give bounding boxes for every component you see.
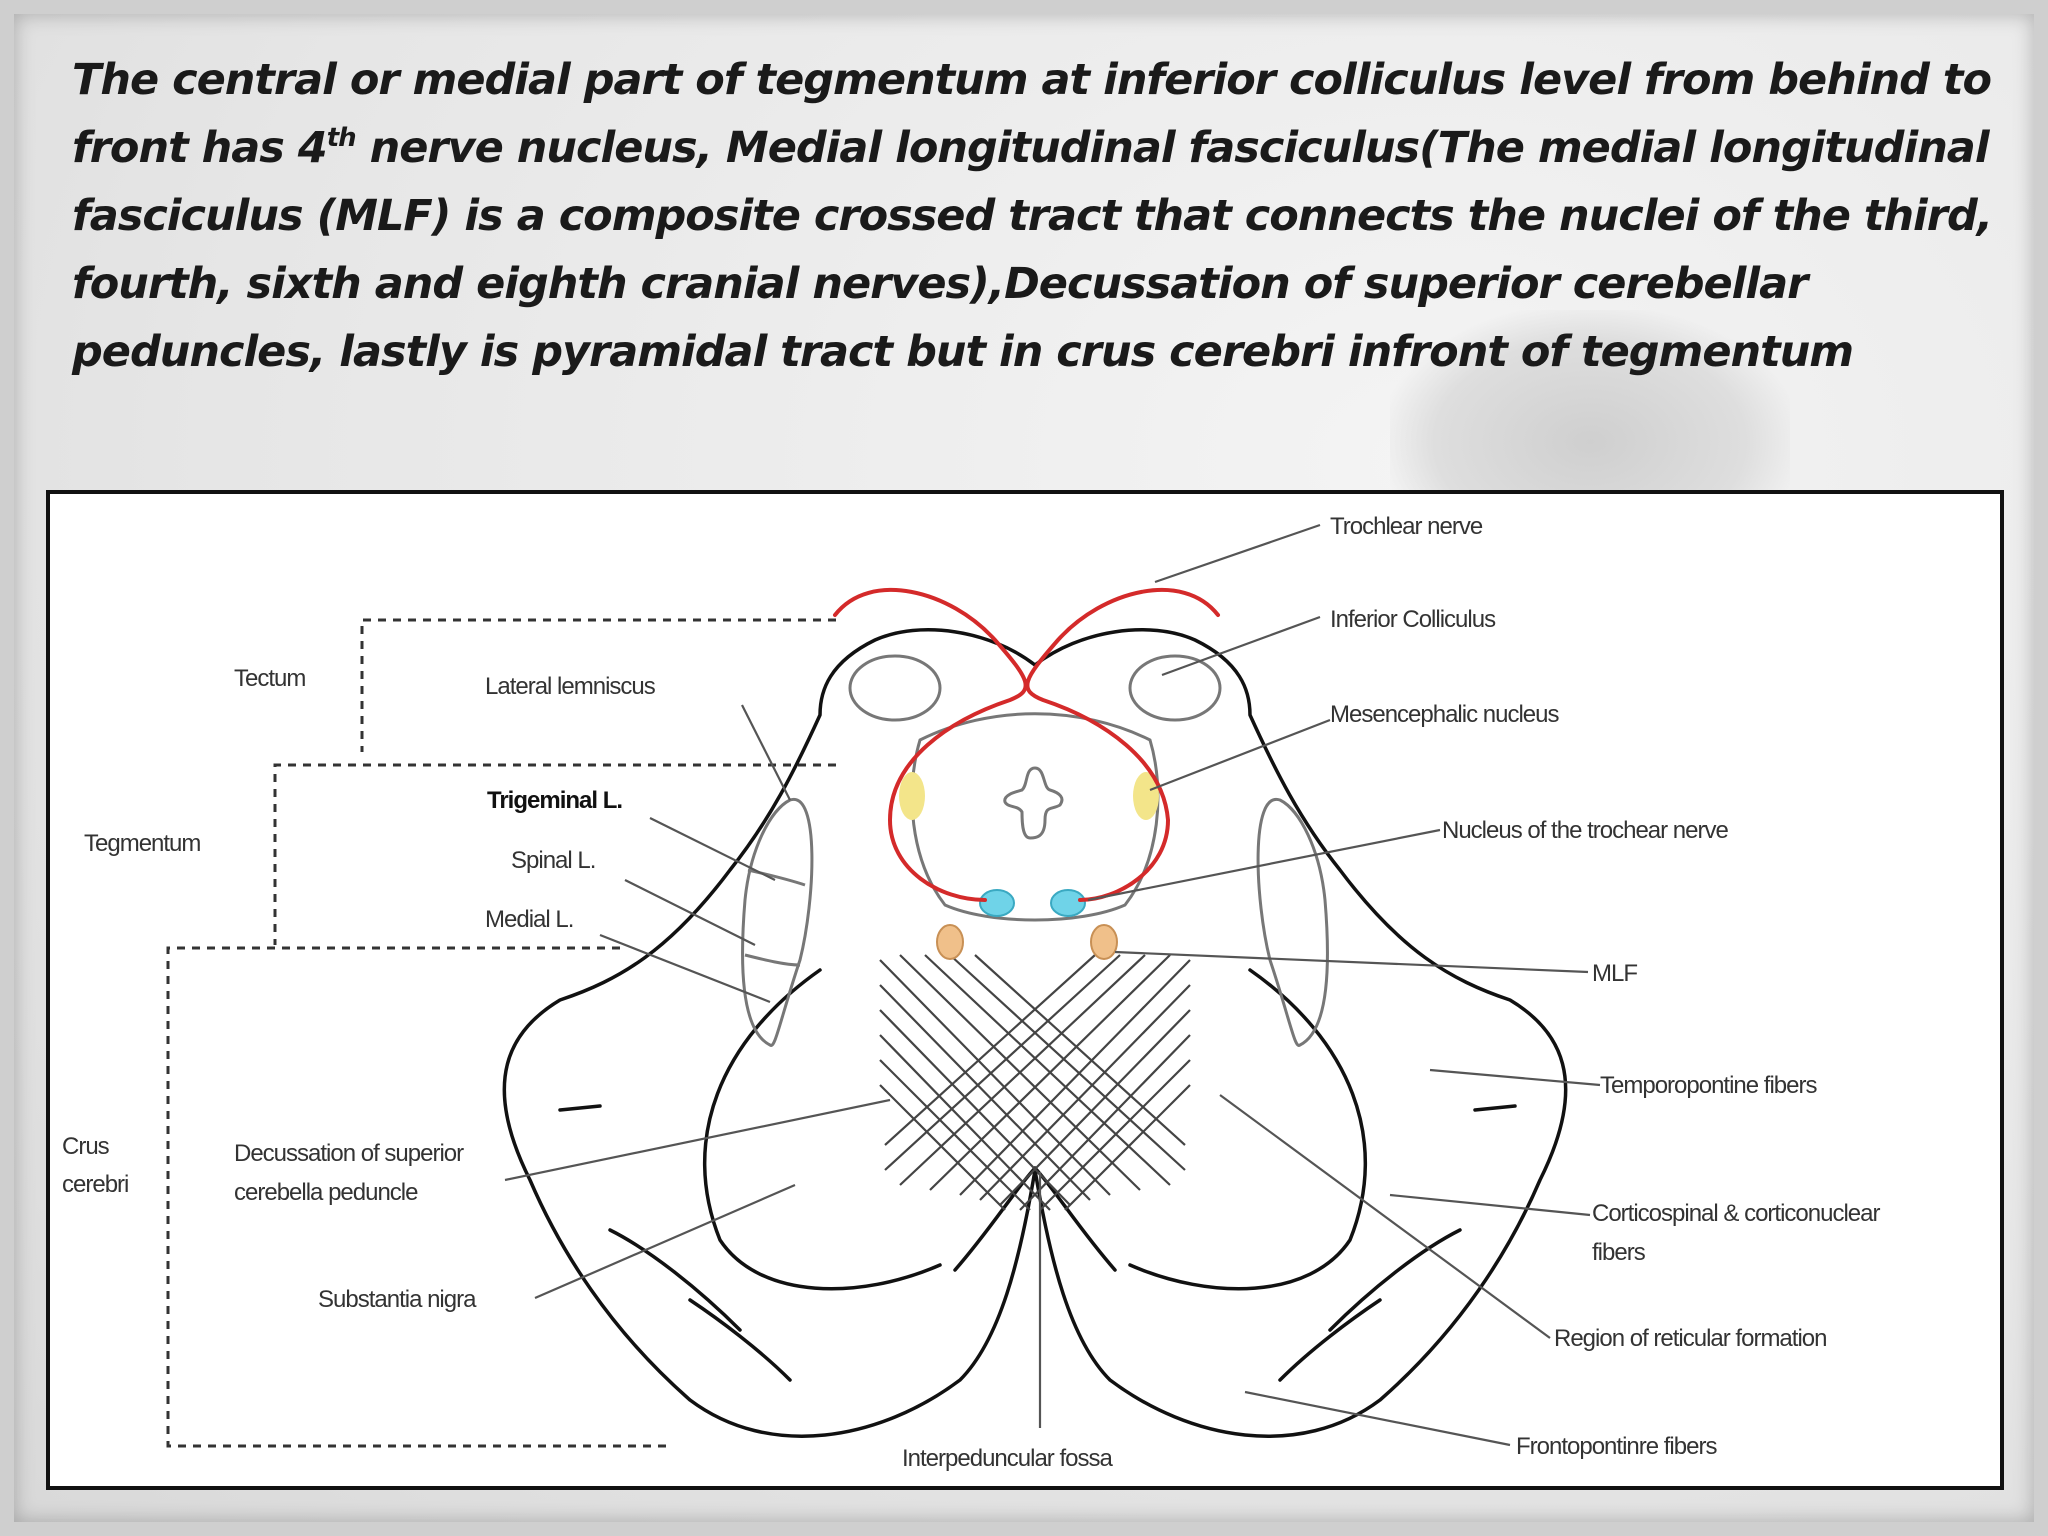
heading-superscript: th xyxy=(326,123,357,153)
label-corticospinal-2: fibers xyxy=(1592,1239,1646,1266)
left-mesencephalic-nucleus xyxy=(899,772,925,820)
label-corticospinal-1: Corticospinal & corticonuclear xyxy=(1592,1200,1880,1227)
label-substantia-nigra: Substantia nigra xyxy=(318,1286,477,1313)
crus-line xyxy=(1473,1104,1517,1112)
left-trochlear-fibre xyxy=(833,587,1028,902)
leader-lateral-lemniscus xyxy=(741,704,791,801)
label-mesencephalic-nucleus: Mesencephalic nucleus xyxy=(1330,701,1559,728)
left-substantia-nigra-band xyxy=(702,968,942,1291)
right-inferior-colliculus xyxy=(1128,654,1222,722)
leader-substantia-nigra xyxy=(534,1183,796,1300)
right-trochlear-nucleus xyxy=(1050,889,1086,917)
lemniscus-divider xyxy=(747,868,806,887)
leader-corticospinal xyxy=(1389,1193,1591,1217)
label-medial-l: Medial L. xyxy=(485,906,573,933)
tegmentum-bracket xyxy=(273,763,836,945)
right-trochlear-fibre xyxy=(1025,587,1220,902)
left-trochlear-nucleus xyxy=(979,889,1015,917)
crus-line xyxy=(558,1104,602,1112)
label-crus-2: cerebri xyxy=(62,1171,128,1198)
left-inferior-colliculus xyxy=(848,654,942,722)
region-brackets xyxy=(166,618,836,1448)
label-interpeduncular-fossa: Interpeduncular fossa xyxy=(902,1445,1113,1472)
label-trochlear-nucleus: Nucleus of the trochear nerve xyxy=(1442,817,1728,844)
right-mesencephalic-nucleus xyxy=(1133,772,1159,820)
crus-line xyxy=(688,1298,792,1382)
leader-inferior-colliculus xyxy=(1161,615,1321,677)
crus-line xyxy=(608,1228,742,1332)
leader-temporopontine xyxy=(1429,1068,1601,1087)
slide-heading: The central or medial part of tegmentum … xyxy=(72,46,2002,386)
leader-decussation xyxy=(504,1098,891,1182)
crus-line xyxy=(1278,1298,1382,1382)
right-lemniscus-band xyxy=(1256,798,1329,1047)
label-lateral-lemniscus: Lateral lemniscus xyxy=(485,673,656,700)
heading-text-part2: nerve nucleus, Medial longitudinal fasci… xyxy=(72,123,1993,377)
leader-frontopontine xyxy=(1244,1390,1511,1447)
midbrain-outline xyxy=(502,628,1568,1438)
leader-lines xyxy=(504,523,1601,1447)
label-crus-1: Crus xyxy=(62,1133,110,1160)
inner-structures xyxy=(741,654,1329,1047)
left-mlf-nucleus xyxy=(936,924,964,960)
right-half-outline xyxy=(1033,628,1568,1438)
label-frontopontine: Frontopontinre fibers xyxy=(1516,1433,1717,1460)
lemniscus-divider xyxy=(744,953,801,967)
label-mlf: MLF xyxy=(1592,960,1637,987)
leader-trochlear-nucleus xyxy=(1087,828,1441,902)
leader-spinal xyxy=(624,879,756,946)
leader-mlf xyxy=(1114,950,1589,974)
crus-line xyxy=(1328,1228,1462,1332)
leader-trochlear-nerve xyxy=(1154,523,1321,584)
label-spinal-l: Spinal L. xyxy=(511,847,595,874)
leader-medial xyxy=(599,933,771,1004)
periaqueductal-grey xyxy=(910,712,1160,922)
label-inferior-colliculus: Inferior Colliculus xyxy=(1330,606,1496,633)
leader-trigeminal xyxy=(649,817,776,881)
right-mlf-nucleus xyxy=(1090,924,1118,960)
crus-cerebri-bracket xyxy=(166,946,670,1448)
decussation-hatching xyxy=(879,954,1191,1211)
right-substantia-nigra-band xyxy=(1128,968,1368,1291)
tectum-bracket xyxy=(360,618,836,752)
label-trigeminal-l: Trigeminal L. xyxy=(487,787,622,814)
cerebral-aqueduct xyxy=(1003,766,1064,840)
leader-reticular xyxy=(1219,1094,1551,1339)
label-temporopontine: Temporopontine fibers xyxy=(1600,1072,1817,1099)
label-trochlear-nerve: Trochlear nerve xyxy=(1330,513,1483,540)
label-decussation-1: Decussation of superior xyxy=(234,1140,464,1167)
left-half-outline xyxy=(502,628,1037,1438)
label-tegmentum: Tegmentum xyxy=(84,830,200,857)
trochlear-nerve-path xyxy=(833,587,1220,902)
heading-text-part1: The central or medial part of tegmentum … xyxy=(72,55,1992,173)
leader-mesencephalic-nucleus xyxy=(1149,718,1331,792)
label-decussation-2: cerebella peduncle xyxy=(234,1179,418,1206)
label-reticular: Region of reticular formation xyxy=(1554,1325,1826,1352)
label-tectum: Tectum xyxy=(234,665,305,692)
